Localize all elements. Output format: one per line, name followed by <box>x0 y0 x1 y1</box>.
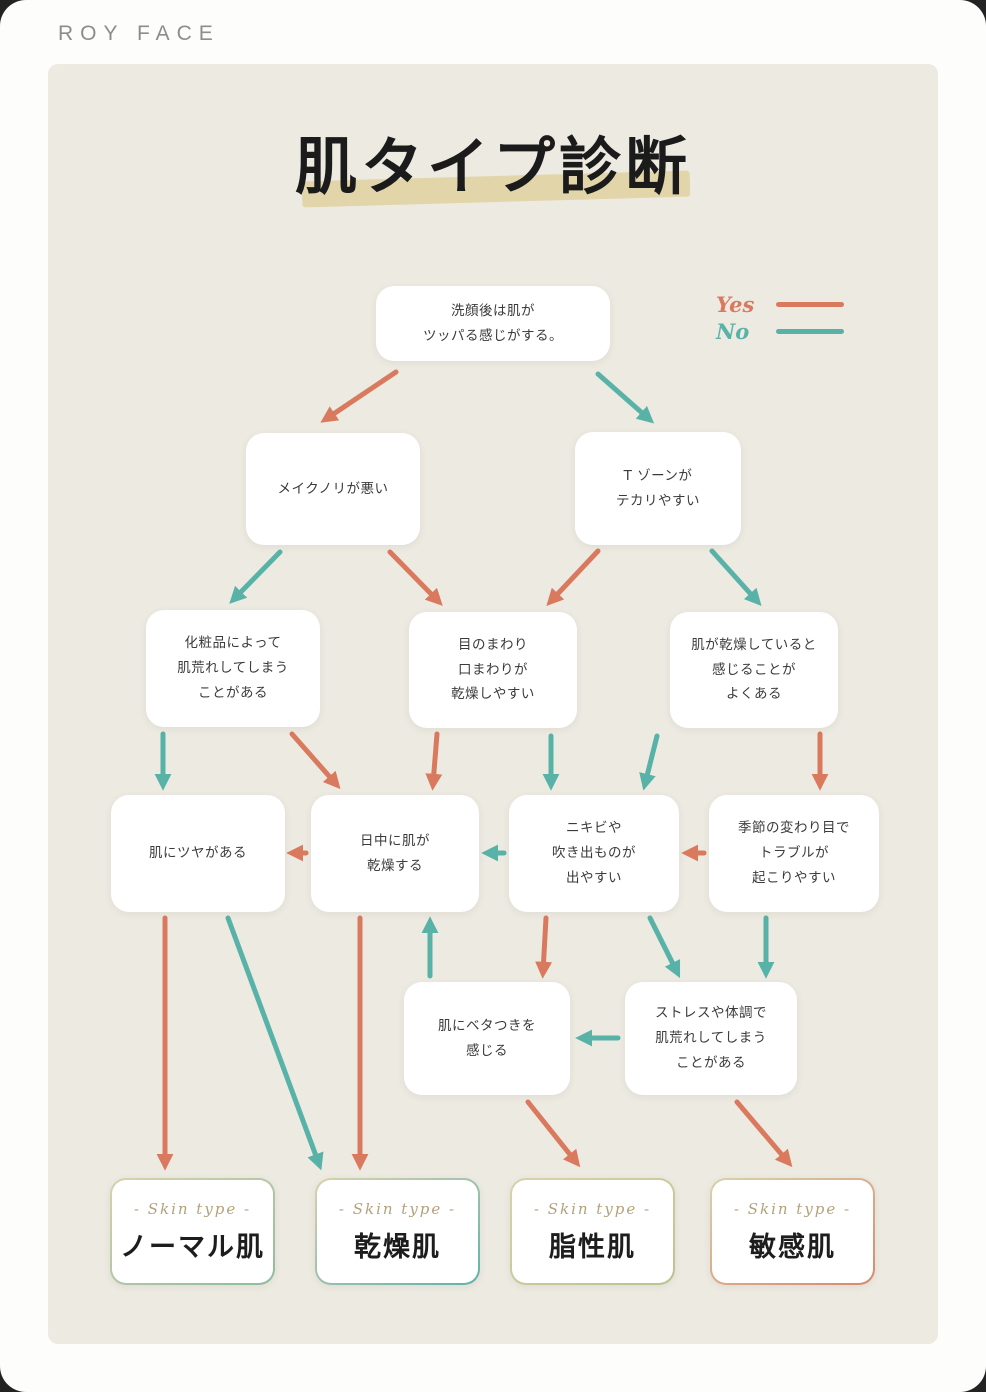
node-text-line: ストレスや体調で <box>655 1005 767 1022</box>
node-wash-tight: 洗顔後は肌が ツッパる感じがする。 <box>376 286 610 361</box>
node-text-line: 日中に肌が <box>360 832 430 849</box>
legend-yes-label: Yes <box>716 291 755 317</box>
node-text-line: 肌荒れしてしまう <box>655 1030 767 1047</box>
node-text-line: T ゾーンが <box>623 467 693 484</box>
node-text-line: トラブルが <box>759 845 829 862</box>
result-oily-skin: - Skin type - 脂性肌 <box>510 1178 675 1285</box>
result-dry-skin: - Skin type - 乾燥肌 <box>315 1178 480 1285</box>
legend-no-line <box>776 328 844 334</box>
skin-type-name: ノーマル肌 <box>120 1231 265 1263</box>
node-text-line: 出やすい <box>566 869 622 886</box>
node-tzone-shiny: T ゾーンが テカリやすい <box>575 432 741 545</box>
node-text-line: 洗顔後は肌が <box>451 302 535 319</box>
node-text-line: 季節の変わり目で <box>738 820 850 837</box>
result-normal-skin: - Skin type - ノーマル肌 <box>110 1178 275 1285</box>
node-daytime-dry: 日中に肌が 乾燥する <box>311 795 479 912</box>
legend-yes-row: Yes <box>716 291 844 317</box>
result-inner: - Skin type - 敏感肌 <box>712 1180 873 1283</box>
node-text-line: 乾燥する <box>367 857 423 874</box>
node-text-line: 乾燥しやすい <box>451 686 535 703</box>
legend-no-label: No <box>716 318 750 344</box>
node-text-line: ツッパる感じがする。 <box>423 327 563 344</box>
node-acne-prone: ニキビや 吹き出ものが 出やすい <box>509 795 679 912</box>
node-text-line: ニキビや <box>566 820 622 837</box>
node-text-line: メイクノリが悪い <box>277 480 389 497</box>
node-text-line: 肌にツヤがある <box>149 845 247 862</box>
node-dry-eyes-mouth: 目のまわり 口まわりが 乾燥しやすい <box>409 612 577 728</box>
legend: Yes No <box>716 291 844 344</box>
skin-type-name: 脂性肌 <box>549 1231 636 1263</box>
node-often-feel-dry: 肌が乾燥していると 感じることが よくある <box>670 612 838 728</box>
result-sensitive-skin: - Skin type - 敏感肌 <box>710 1178 875 1285</box>
node-text-line: よくある <box>726 686 782 703</box>
skin-type-tag: - Skin type - <box>533 1199 652 1218</box>
node-text-line: 肌が乾燥していると <box>691 636 817 653</box>
node-makeup-poor: メイクノリが悪い <box>246 433 420 545</box>
node-text-line: 感じることが <box>712 661 796 678</box>
result-inner: - Skin type - 乾燥肌 <box>317 1180 478 1283</box>
node-text-line: ことがある <box>676 1054 746 1071</box>
result-inner: - Skin type - ノーマル肌 <box>112 1180 273 1283</box>
page-title: 肌タイプ診断 <box>294 130 691 203</box>
skin-type-name: 敏感肌 <box>749 1231 836 1263</box>
node-text-line: テカリやすい <box>616 492 700 509</box>
node-sticky-skin: 肌にベタつきを 感じる <box>404 982 570 1095</box>
node-stress-irritation: ストレスや体調で 肌荒れしてしまう ことがある <box>625 982 797 1095</box>
skin-type-tag: - Skin type - <box>338 1199 457 1218</box>
node-text-line: 口まわりが <box>458 661 528 678</box>
legend-no-row: No <box>716 318 844 344</box>
node-text-line: 感じる <box>466 1042 508 1059</box>
node-seasonal-trouble: 季節の変わり目で トラブルが 起こりやすい <box>709 795 879 912</box>
node-text-line: 化粧品によって <box>184 635 282 652</box>
node-cosmetics-irritation: 化粧品によって 肌荒れしてしまう ことがある <box>146 610 320 727</box>
skin-type-tag: - Skin type - <box>133 1199 252 1218</box>
node-text-line: 吹き出ものが <box>552 845 636 862</box>
result-inner: - Skin type - 脂性肌 <box>512 1180 673 1283</box>
skin-type-name: 乾燥肌 <box>354 1231 441 1263</box>
node-text-line: 肌にベタつきを <box>438 1017 536 1034</box>
node-text-line: ことがある <box>198 684 268 701</box>
node-text-line: 肌荒れしてしまう <box>177 660 289 677</box>
node-skin-glossy: 肌にツヤがある <box>111 795 285 912</box>
legend-yes-line <box>776 301 844 307</box>
node-text-line: 目のまわり <box>458 636 528 653</box>
node-text-line: 起こりやすい <box>752 869 836 886</box>
brand-logo: ROY FACE <box>58 22 220 45</box>
skin-type-tag: - Skin type - <box>733 1199 852 1218</box>
